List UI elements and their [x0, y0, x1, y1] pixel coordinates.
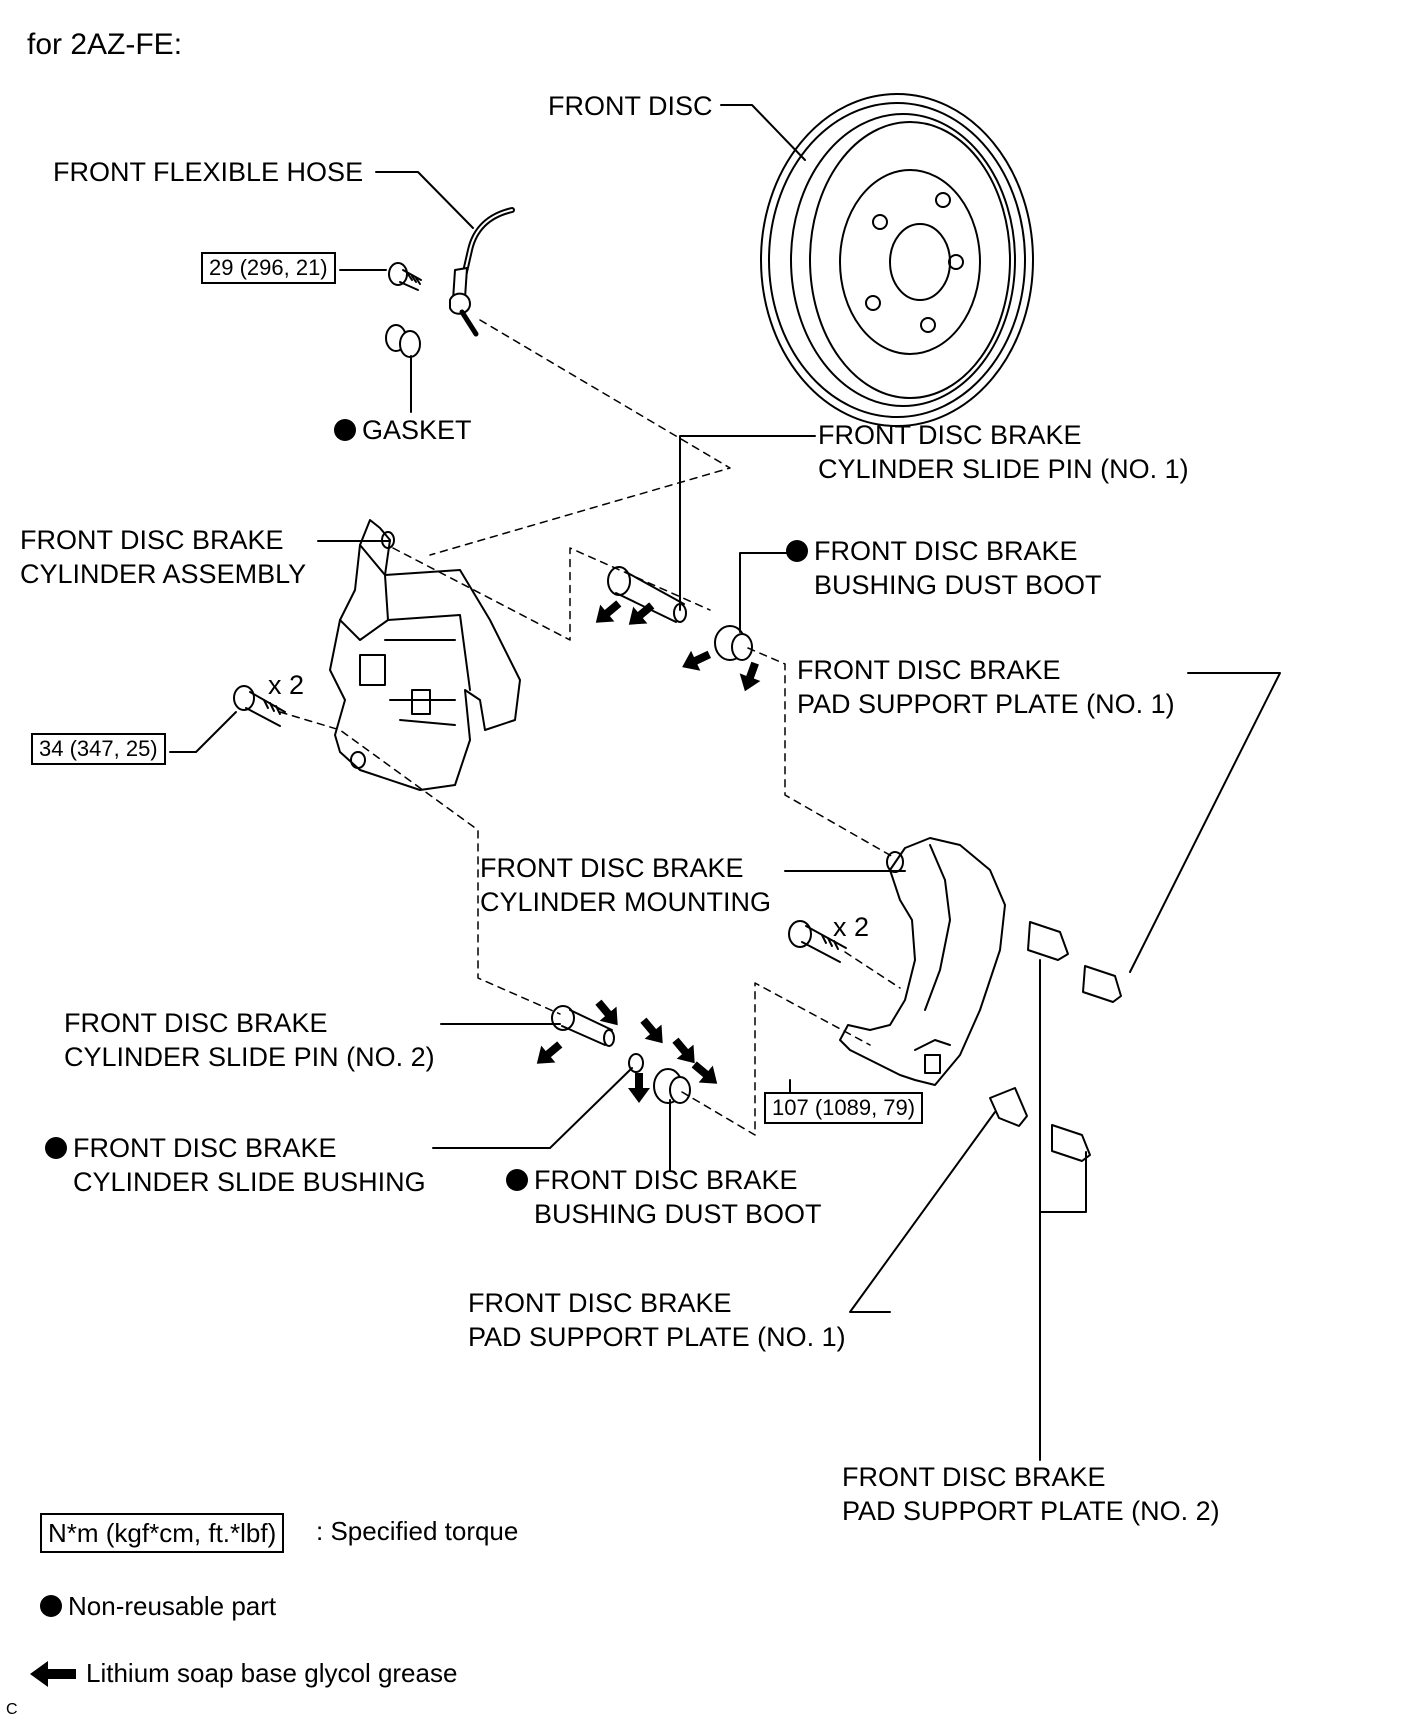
label-line: CYLINDER SLIDE PIN (NO. 1) — [818, 454, 1189, 484]
legend-non-reusable-text: Non-reusable part — [68, 1591, 277, 1621]
hose-union-bolt — [388, 262, 422, 291]
legend-grease-text: Lithium soap base glycol grease — [86, 1658, 458, 1688]
leader-lines — [169, 104, 1281, 1461]
label-line: CYLINDER SLIDE PIN (NO. 2) — [64, 1042, 435, 1072]
caliper-assembly — [329, 519, 521, 791]
label-line: FRONT DISC BRAKE — [64, 1008, 328, 1038]
label-line: FRONT DISC BRAKE — [534, 1165, 798, 1195]
label-dust-boot-bottom: FRONT DISC BRAKE BUSHING DUST BOOT — [506, 1163, 822, 1231]
grease-arrow-icon — [30, 1661, 76, 1687]
label-line: PAD SUPPORT PLATE (NO. 2) — [842, 1496, 1220, 1526]
label-line: BUSHING DUST BOOT — [534, 1199, 822, 1229]
label-line: CYLINDER MOUNTING — [480, 887, 772, 917]
flexible-hose — [449, 207, 515, 337]
torque-hose-bolt: 29 (296, 21) — [201, 252, 336, 284]
label-slide-pin-no2: FRONT DISC BRAKE CYLINDER SLIDE PIN (NO. … — [64, 1006, 435, 1074]
non-reusable-marker-icon — [334, 419, 356, 441]
legend-torque-text: : Specified torque — [316, 1516, 519, 1546]
non-reusable-marker-icon — [506, 1169, 528, 1191]
legend-grease: Lithium soap base glycol grease — [30, 1656, 457, 1690]
label-slide-pin-no1: FRONT DISC BRAKE CYLINDER SLIDE PIN (NO. … — [818, 418, 1189, 486]
label-line: FRONT DISC BRAKE — [468, 1288, 732, 1318]
label-line: PAD SUPPORT PLATE (NO. 1) — [468, 1322, 846, 1352]
label-line: FRONT DISC BRAKE — [20, 525, 284, 555]
torque-mounting-bolt: 107 (1089, 79) — [764, 1092, 924, 1124]
label-cylinder-assembly: FRONT DISC BRAKE CYLINDER ASSEMBLY — [20, 523, 306, 591]
label-line: CYLINDER ASSEMBLY — [20, 559, 307, 589]
mounting-bolt — [788, 920, 847, 963]
label-dust-boot-top: FRONT DISC BRAKE BUSHING DUST BOOT — [786, 534, 1102, 602]
gasket-part — [385, 324, 421, 358]
non-reusable-marker-icon — [40, 1595, 62, 1617]
label-line: FRONT DISC BRAKE — [73, 1133, 337, 1163]
label-x2-caliper: x 2 — [268, 670, 305, 700]
label-line: FRONT DISC BRAKE — [480, 853, 744, 883]
label-line: FRONT DISC BRAKE — [818, 420, 1082, 450]
legend-torque-box: N*m (kgf*cm, ft.*lbf) — [40, 1513, 285, 1553]
label-cylinder-mounting: FRONT DISC BRAKE CYLINDER MOUNTING — [480, 851, 771, 919]
grease-arrows — [536, 600, 761, 1103]
dust-boot-bottom-part — [653, 1068, 691, 1104]
label-x2-mounting: x 2 — [833, 912, 870, 942]
label-line: FRONT DISC BRAKE — [842, 1462, 1106, 1492]
dust-boot-top-part — [714, 625, 753, 661]
non-reusable-marker-icon — [786, 540, 808, 562]
label-gasket-text: GASKET — [362, 415, 472, 445]
label-line: CYLINDER SLIDE BUSHING — [73, 1167, 426, 1197]
label-pad-support-plate-no1-bottom: FRONT DISC BRAKE PAD SUPPORT PLATE (NO. 1… — [468, 1286, 846, 1354]
front-disc-rotor — [760, 93, 1034, 427]
label-pad-support-plate-no2: FRONT DISC BRAKE PAD SUPPORT PLATE (NO. 2… — [842, 1460, 1220, 1528]
label-line: FRONT DISC BRAKE — [797, 655, 1061, 685]
slide-pin-no2-part — [551, 1005, 615, 1047]
label-front-flexible-hose: FRONT FLEXIBLE HOSE — [53, 157, 364, 187]
caliper-bolt — [233, 685, 286, 727]
slide-pin-no1-part — [607, 566, 687, 623]
page-title: for 2AZ-FE: — [27, 28, 183, 61]
label-slide-bushing: FRONT DISC BRAKE CYLINDER SLIDE BUSHING — [45, 1131, 426, 1199]
label-pad-support-plate-no1-top: FRONT DISC BRAKE PAD SUPPORT PLATE (NO. 1… — [797, 653, 1175, 721]
alignment-lines — [279, 319, 901, 1136]
cylinder-mounting-part — [839, 837, 1006, 1086]
torque-cylinder-bolt: 34 (347, 25) — [31, 733, 166, 765]
label-gasket: GASKET — [334, 413, 472, 447]
label-line: PAD SUPPORT PLATE (NO. 1) — [797, 689, 1175, 719]
label-front-disc: FRONT DISC — [548, 91, 713, 121]
non-reusable-marker-icon — [45, 1137, 67, 1159]
pad-support-plates — [989, 921, 1122, 1162]
label-line: BUSHING DUST BOOT — [814, 570, 1102, 600]
corner-mark: C — [6, 1701, 18, 1718]
label-line: FRONT DISC BRAKE — [814, 536, 1078, 566]
legend-non-reusable: Non-reusable part — [40, 1589, 276, 1623]
